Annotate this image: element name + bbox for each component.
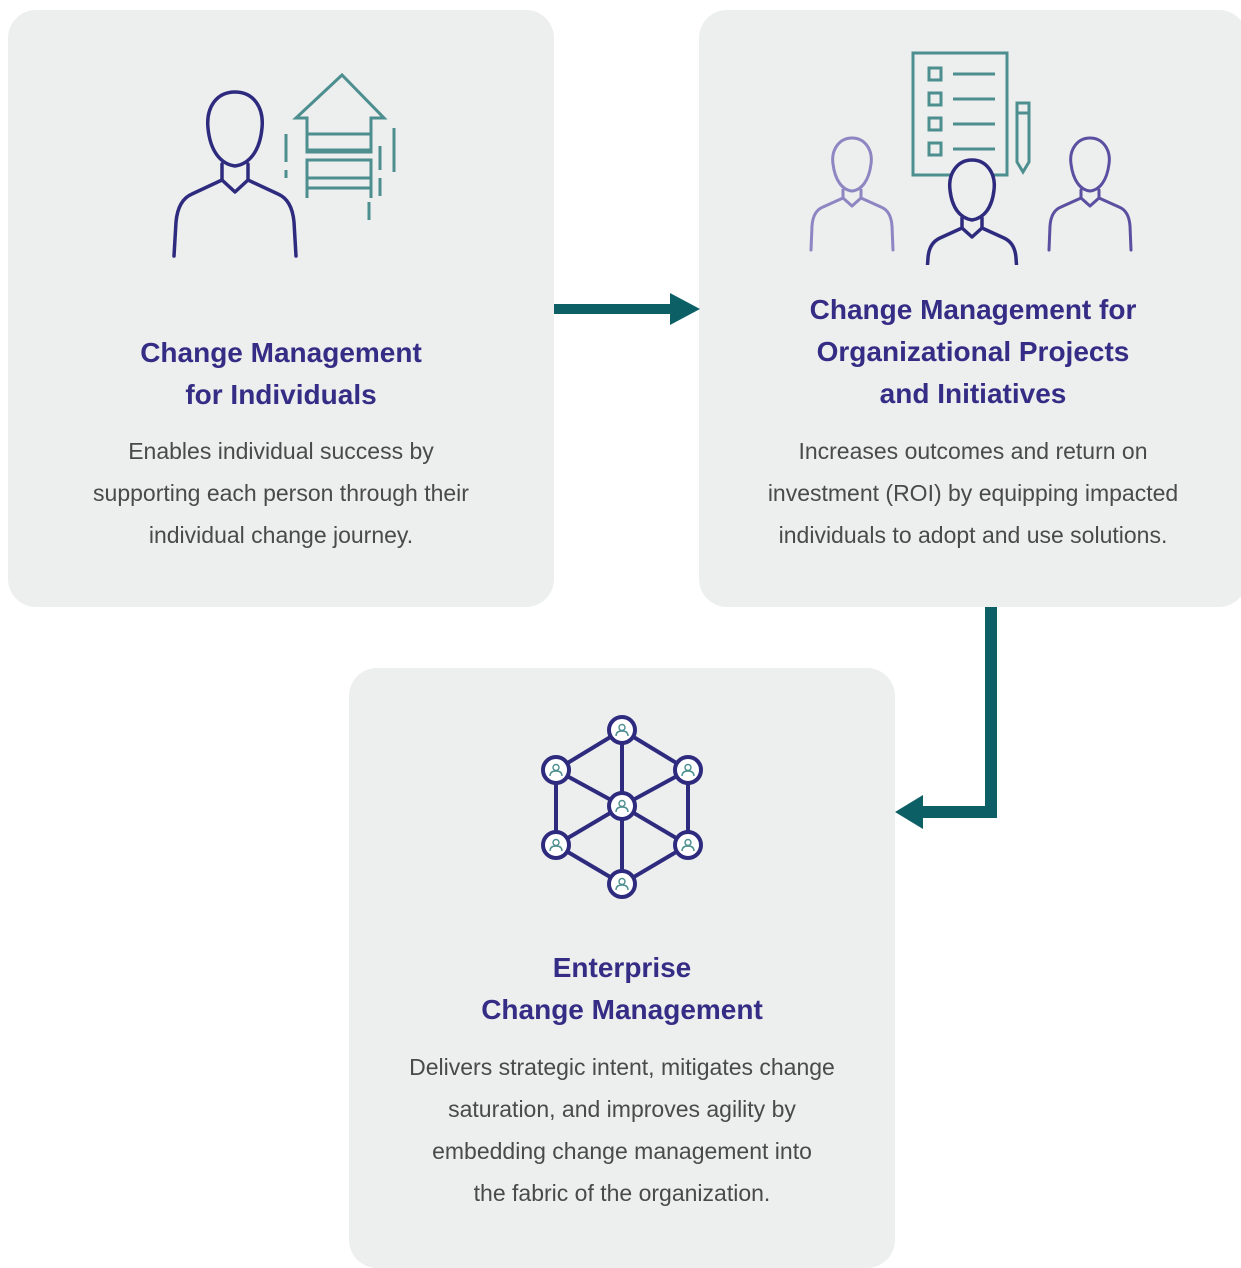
desc-line: embedding change management into [432, 1138, 812, 1164]
title-line: Change Management [140, 337, 422, 368]
desc-line: individuals to adopt and use solutions. [778, 522, 1168, 548]
desc-line: investment (ROI) by equipping impacted [767, 480, 1179, 506]
network-node [541, 830, 571, 860]
network-node [607, 869, 637, 899]
title-line: Change Management for [809, 294, 1137, 325]
desc-line: supporting each person through their [93, 480, 469, 506]
card-individuals-description: Enables individual success by supporting… [8, 430, 554, 556]
network-of-people-icon [541, 715, 703, 899]
title-line: Enterprise [552, 952, 692, 983]
desc-line: Increases outcomes and return on [798, 438, 1148, 464]
desc-line: individual change journey. [148, 522, 414, 548]
desc-line: saturation, and improves agility by [448, 1096, 796, 1122]
title-line: Change Management [481, 994, 763, 1025]
card-projects: Change Management for Organizational Pro… [699, 10, 1241, 607]
network-node [541, 755, 571, 785]
card-projects-title: Change Management for Organizational Pro… [699, 289, 1241, 415]
card-enterprise-title: Enterprise Change Management [349, 947, 895, 1031]
desc-line: Delivers strategic intent, mitigates cha… [409, 1054, 835, 1080]
desc-line: Enables individual success by [128, 438, 434, 464]
network-node [607, 715, 637, 745]
desc-line: the fabric of the organization. [473, 1180, 771, 1206]
card-projects-description: Increases outcomes and return on investm… [699, 430, 1241, 556]
person-with-arrow-up-icon [172, 72, 396, 258]
network-node [607, 791, 637, 821]
arrow-individuals-to-projects [554, 293, 700, 325]
title-line: Organizational Projects [816, 336, 1130, 367]
title-line: for Individuals [185, 379, 377, 410]
network-node [673, 830, 703, 860]
card-enterprise: Enterprise Change Management Delivers st… [349, 668, 895, 1268]
card-individuals: Change Management for Individuals Enable… [8, 10, 554, 607]
network-node [673, 755, 703, 785]
arrow-projects-to-enterprise [895, 607, 997, 829]
title-line: and Initiatives [879, 378, 1067, 409]
card-individuals-title: Change Management for Individuals [8, 332, 554, 416]
team-with-checklist-icon [809, 51, 1133, 265]
card-enterprise-description: Delivers strategic intent, mitigates cha… [349, 1046, 895, 1214]
